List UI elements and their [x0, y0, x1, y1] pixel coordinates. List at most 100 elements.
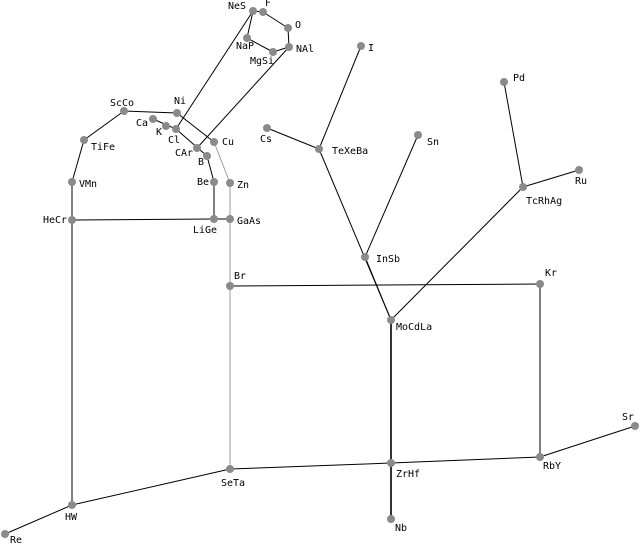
node-Cu: Cu [210, 137, 234, 148]
node-dot-CAr [193, 144, 201, 152]
node-Br: Br [226, 271, 246, 290]
edge-TiFe-VMn [71, 139, 85, 183]
edge-TcRhAg-MoCdLa [390, 186, 524, 321]
node-dot-Be [210, 178, 218, 186]
graph-edges [4, 10, 636, 535]
node-label-Br: Br [234, 271, 246, 282]
node-label-Ni: Ni [174, 96, 186, 107]
node-label-Cu: Cu [222, 137, 234, 148]
node-TcRhAg: TcRhAg [519, 183, 562, 207]
node-label-HW: HW [65, 512, 78, 523]
node-label-I: I [368, 43, 374, 54]
edge-ScCo-Ni [123, 110, 178, 114]
node-label-VMn: VMn [79, 179, 97, 190]
edge-Br-Kr [229, 283, 541, 287]
node-label-NAl: NAl [296, 44, 314, 55]
node-SeTa: SeTa [221, 465, 245, 489]
node-O: O [284, 20, 301, 32]
node-Re: Re [1, 530, 22, 544]
node-dot-SeTa [226, 465, 234, 473]
node-TeXeBa: TeXeBa [315, 145, 368, 157]
node-Cs: Cs [260, 124, 272, 145]
node-Be: Be [197, 177, 218, 188]
node-VMn: VMn [68, 178, 97, 190]
node-dot-TiFe [80, 136, 88, 144]
node-dot-TcRhAg [519, 183, 527, 191]
node-Kr: Kr [536, 268, 557, 288]
node-label-F: F [265, 0, 271, 9]
node-TiFe: TiFe [80, 136, 115, 153]
node-label-TcRhAg: TcRhAg [526, 196, 562, 207]
edge-HW-SeTa [71, 468, 231, 506]
node-dot-NAl [285, 43, 293, 51]
edge-SeTa-ZrHf [229, 462, 392, 470]
node-MoCdLa: MoCdLa [387, 316, 432, 333]
edge-MgSi-NaP [246, 37, 274, 53]
node-Zn: Zn [226, 179, 249, 191]
edge-Sn-InSb [364, 134, 419, 258]
edge-F-O [262, 11, 289, 29]
edge-ZrHf-RbY [390, 456, 541, 464]
node-label-ZrHf: ZrHf [396, 469, 420, 480]
edge-Ru-TcRhAg [522, 169, 580, 188]
node-ZrHf: ZrHf [387, 459, 420, 480]
edge-RbY-Sr [539, 425, 636, 458]
node-dot-Ru [575, 166, 583, 174]
node-label-RbY: RbY [543, 461, 561, 472]
edge-ScCo-TiFe [83, 110, 125, 141]
node-label-Zn: Zn [237, 180, 249, 191]
node-Ru: Ru [575, 166, 587, 187]
edge-InSb-MoCdLa [364, 256, 392, 321]
edge-Cs-TeXeBa [266, 127, 320, 150]
node-dot-VMn [68, 178, 76, 186]
node-label-Kr: Kr [545, 268, 557, 279]
node-label-MgSi: MgSi [250, 56, 274, 67]
edge-NAl-CAr [196, 46, 290, 149]
node-I: I [357, 42, 374, 54]
node-B: B [198, 152, 211, 168]
node-Sr: Sr [622, 412, 639, 430]
node-label-TeXeBa: TeXeBa [332, 146, 368, 157]
node-dot-Sn [414, 131, 422, 139]
node-dot-Kr [536, 280, 544, 288]
node-dot-InSb [361, 253, 369, 261]
node-dot-NeS [249, 7, 257, 15]
node-label-K: K [156, 127, 162, 138]
node-dot-RbY [536, 453, 544, 461]
node-label-B: B [198, 157, 204, 168]
edge-Pd-TcRhAg [503, 81, 524, 188]
node-label-Cs: Cs [260, 134, 272, 145]
node-dot-HeCr [68, 216, 76, 224]
edge-Ni-Cu [176, 112, 215, 143]
node-Sn: Sn [414, 131, 439, 148]
node-dot-B [203, 152, 211, 160]
node-label-Pd: Pd [513, 73, 525, 84]
node-label-TiFe: TiFe [91, 142, 115, 153]
node-label-NeS: NeS [228, 1, 246, 12]
node-dot-Cs [263, 124, 271, 132]
node-NAl: NAl [285, 43, 314, 55]
node-dot-ZrHf [387, 459, 395, 467]
edge-Cu-Zn [213, 141, 231, 184]
node-label-LiGe: LiGe [193, 225, 217, 236]
node-label-Cl: Cl [168, 135, 180, 146]
node-dot-MgSi [269, 48, 277, 56]
node-label-SeTa: SeTa [221, 478, 245, 489]
node-dot-Sr [631, 422, 639, 430]
node-dot-Ca [149, 115, 157, 123]
edge-HeCr-LiGe [71, 218, 215, 221]
edge-HW-Re [4, 504, 73, 535]
node-dot-Re [1, 530, 9, 538]
node-ScCo: ScCo [110, 98, 134, 115]
node-Nb: Nb [387, 515, 407, 534]
node-dot-Zn [226, 179, 234, 187]
node-label-Nb: Nb [395, 523, 407, 534]
node-label-CAr: CAr [175, 148, 193, 159]
node-HW: HW [65, 501, 78, 523]
node-label-ScCo: ScCo [110, 98, 134, 109]
node-label-Ca: Ca [136, 118, 148, 129]
node-dot-Cl [172, 125, 180, 133]
node-NeS: NeS [228, 1, 257, 15]
edge-NaP-NeS [246, 10, 254, 39]
